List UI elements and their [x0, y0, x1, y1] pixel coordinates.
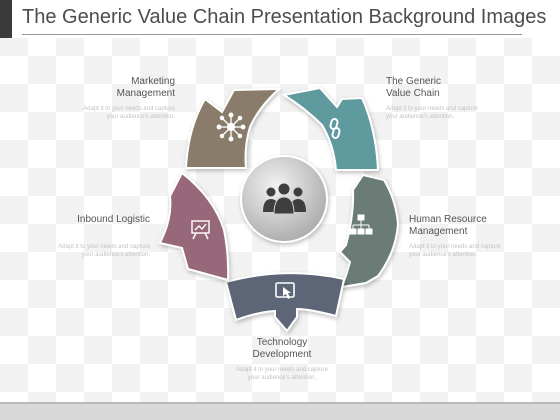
label-inbound-logistic: Inbound Logistic: [50, 214, 150, 226]
page-title: The Generic Value Chain Presentation Bac…: [22, 6, 547, 28]
title-bar: The Generic Value Chain Presentation Bac…: [0, 0, 560, 38]
footer-bar: [0, 404, 560, 420]
network-icon: [216, 112, 246, 142]
team-icon: [263, 183, 306, 215]
title-accent: [0, 0, 12, 38]
chain-link-icon: [329, 118, 341, 139]
title-underline: [22, 34, 522, 35]
org-chart-icon: [349, 214, 373, 235]
touchscreen-icon: [275, 282, 295, 299]
presentation-board-icon: [191, 220, 210, 240]
segment-inbound-logistic: [158, 171, 230, 282]
footer-rule: [0, 402, 560, 404]
segment-technology-development: [224, 272, 346, 333]
label-inbound-line1: Inbound Logistic: [77, 214, 150, 225]
